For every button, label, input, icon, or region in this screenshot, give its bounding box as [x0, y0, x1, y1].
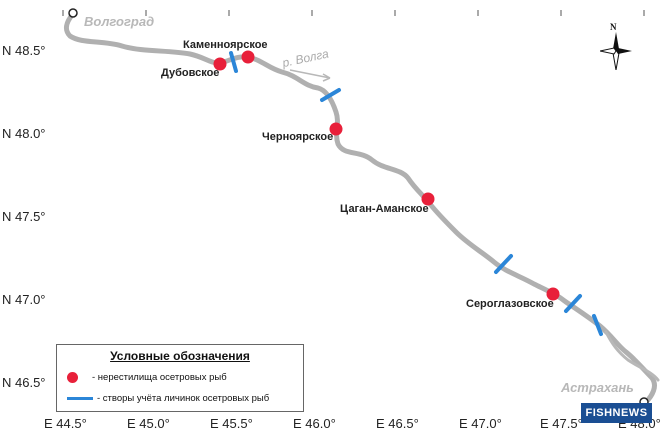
spawning-sites	[213, 50, 560, 301]
label-chernoyarskoe: Черноярское	[262, 131, 334, 143]
spawning-site-kamennoyarskoe	[241, 50, 255, 64]
survey-line	[320, 88, 341, 102]
north-symbol: N	[610, 22, 617, 32]
spawning-site-icon	[67, 372, 78, 383]
legend-row-survey: - створы учёта личинок осетровых рыб	[67, 393, 269, 404]
lat-label-47-0: N 47.0°	[2, 292, 46, 307]
spawning-site-seroglazovskoe	[546, 287, 560, 301]
spawning-site-tsagan-amanskoe	[421, 192, 435, 206]
lon-label-47-5: E 47.5°	[540, 416, 583, 431]
survey-line	[592, 314, 603, 336]
city-label-astrakhan: Астрахань	[561, 380, 634, 395]
spawning-site-chernoyarskoe	[329, 122, 343, 136]
spawning-site-dubovskoe	[213, 57, 227, 71]
lat-label-48-5: N 48.5°	[2, 43, 46, 58]
lon-label-46-0: E 46.0°	[293, 416, 336, 431]
flow-arrow	[289, 69, 331, 79]
survey-line	[564, 294, 582, 313]
fishnews-logo: FISHNEWS	[581, 403, 652, 423]
label-dubovskoe: Дубовское	[161, 67, 220, 79]
city-label-volgograd: Волгоград	[84, 14, 155, 29]
volga-river	[63, 11, 657, 405]
river-branch	[604, 330, 660, 382]
survey-line-icon	[67, 396, 93, 400]
map-legend: Условные обозначения - нерестилища осетр…	[56, 344, 304, 412]
legend-survey-label: - створы учёта личинок осетровых рыб	[97, 393, 270, 404]
legend-spawning-label: - нерестилища осетровых рыб	[92, 372, 227, 384]
survey-lines	[229, 51, 603, 336]
lat-label-48-0: N 48.0°	[2, 126, 46, 141]
label-kamennoyarskoe: Каменноярское	[183, 39, 268, 51]
north-arrow-icon: N	[600, 22, 632, 70]
legend-title: Условные обозначения	[110, 349, 250, 363]
lon-label-45-5: E 45.5°	[210, 416, 253, 431]
survey-line	[494, 254, 513, 274]
lon-label-45-0: E 45.0°	[127, 416, 170, 431]
lat-label-46-5: N 46.5°	[2, 375, 46, 390]
lon-label-47-0: E 47.0°	[459, 416, 502, 431]
label-tsagan-amanskoe: Цаган-Аманское	[340, 203, 429, 215]
legend-row-spawning: - нерестилища осетровых рыб	[67, 372, 227, 383]
label-seroglazovskoe: Сероглазовское	[466, 298, 554, 310]
lat-label-47-5: N 47.5°	[2, 209, 46, 224]
volgograd-marker	[68, 8, 78, 18]
lon-label-44-5: E 44.5°	[44, 416, 87, 431]
map-ticks	[62, 10, 645, 16]
survey-line	[229, 51, 238, 73]
lon-label-46-5: E 46.5°	[376, 416, 419, 431]
